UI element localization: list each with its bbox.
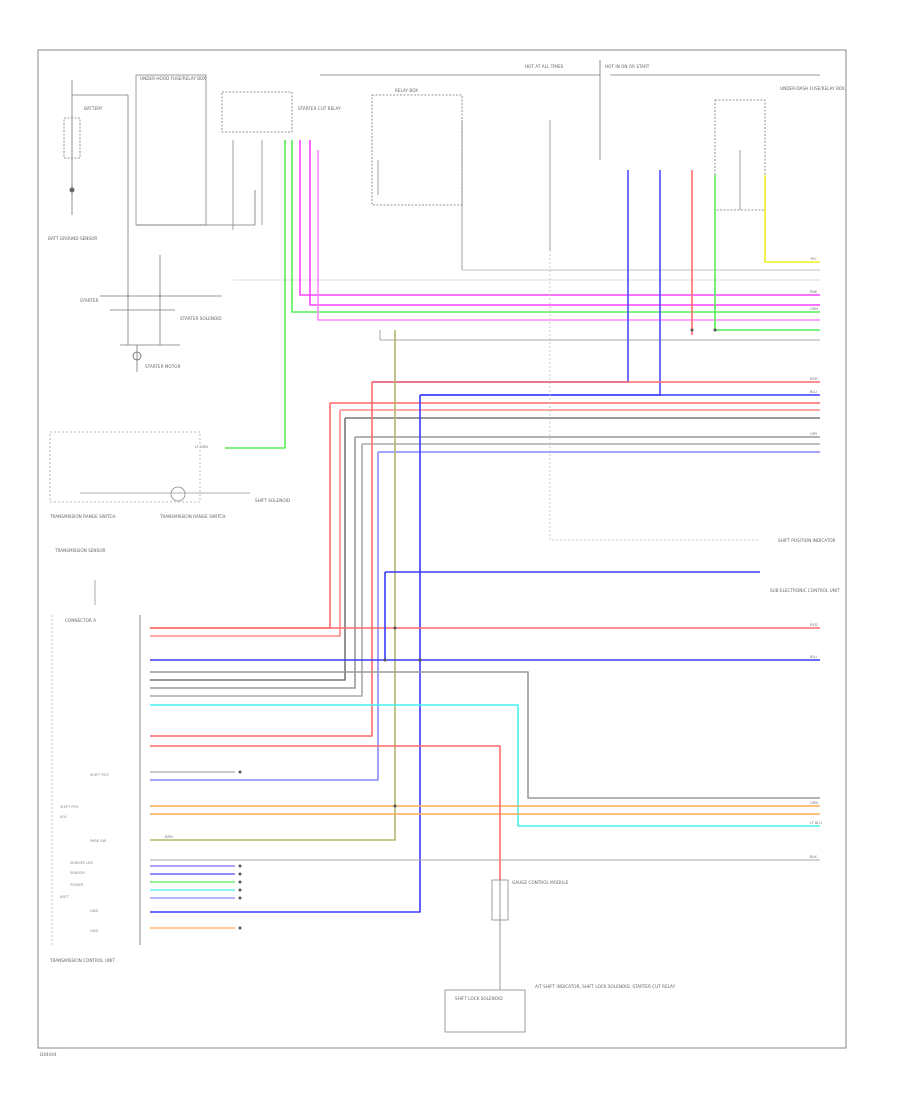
- frame-label: D44444: [40, 1052, 57, 1057]
- wire-gray-top: [379, 330, 820, 341]
- shift-lock-label: SHIFT LOCK SOLENOID: [455, 996, 503, 1001]
- solenoid-coil-icon: [170, 486, 186, 502]
- wire-blue-fuse-b: [420, 170, 661, 396]
- pin-label: GND: [90, 909, 98, 913]
- shift-position-label: SHIFT POSITION INDICATOR: [778, 538, 836, 543]
- pin-label: GND: [90, 929, 98, 933]
- wire-label: GRN: [810, 307, 818, 311]
- transmission-label: TRANSMISSION RANGE SWITCH: [159, 514, 226, 519]
- junction-dots: [238, 328, 717, 930]
- wire-label: RED: [810, 623, 818, 627]
- wire-label: YEL: [810, 257, 816, 261]
- pin-label: POWER: [70, 883, 84, 887]
- wire-red-v2: [150, 410, 341, 637]
- wire-label: RED: [810, 377, 818, 381]
- wire-blue-v: [150, 395, 421, 913]
- pin-label: SHIFT POS: [60, 805, 79, 809]
- control-unit-label: TRANSMISSION CONTROL UNIT: [49, 958, 115, 963]
- under-dash-fuse-label: UNDER-DASH FUSE/RELAY BOX: [780, 86, 845, 91]
- starter-motor-label: STARTER MOTOR: [145, 364, 181, 369]
- sensor-block-label: TRANSMISSION SENSOR: [54, 548, 106, 553]
- shift-solenoid-label: SHIFT SOLENOID: [255, 498, 290, 503]
- battery-label: BATTERY: [84, 106, 103, 111]
- wire-label: ORN: [810, 801, 818, 805]
- relay-box-label: RELAY BOX: [395, 88, 418, 93]
- wire-darkgray-v: [150, 418, 346, 681]
- wire-blue-light-v: [150, 452, 379, 781]
- pin-label: SHIFT POS: [90, 773, 109, 777]
- wire-gray-return: [150, 671, 820, 799]
- hot-in-on-label: HOT IN ON OR START: [605, 64, 650, 69]
- starter-motor-icon: [132, 351, 142, 361]
- wire-green-range: [225, 140, 286, 449]
- wire-label: BRN: [165, 835, 173, 839]
- range-switch-label: TRANSMISSION RANGE SWITCH: [49, 514, 116, 519]
- bottom-note: A/T SHIFT INDICATOR, SHIFT LOCK SOLENOID…: [535, 984, 676, 989]
- shift-lock-solenoid-box: [444, 989, 526, 1033]
- battery-fuse-block: [63, 60, 820, 345]
- wire-label: PNK: [810, 290, 818, 294]
- battery-terminal-icon: [69, 187, 75, 193]
- diagram-frame: [37, 49, 847, 1049]
- range-switch-box: [49, 431, 201, 503]
- wire-green-b: [714, 175, 820, 331]
- pin-label: SENSOR LED: [70, 861, 93, 865]
- starter-solenoid-label: STARTER SOLENOID: [180, 316, 222, 321]
- wire-pink-b: [309, 140, 820, 306]
- wire-harness: [150, 140, 820, 990]
- starter-cut-relay-label: STARTER CUT RELAY: [298, 106, 341, 111]
- pin-label: PARK SW: [90, 839, 107, 843]
- starter-block: [100, 255, 222, 372]
- sub-ecu-label: SUB ELECTRONIC CONTROL UNIT: [770, 588, 840, 593]
- wire-pink-c: [317, 150, 820, 321]
- fuse-stubs: [232, 120, 741, 270]
- batt-ground-label: BATT GROUND SENSOR: [48, 236, 97, 241]
- wire-red-v3: [150, 382, 373, 737]
- wire-label: LT BLU: [810, 821, 822, 825]
- wire-pink-a: [299, 140, 820, 296]
- wire-cyan: [150, 704, 820, 827]
- wire-label: GRY: [810, 432, 818, 436]
- wire-gray-dashed: [549, 250, 760, 541]
- wire-blue-fuse-a: [372, 170, 629, 383]
- wire-label: BLU: [810, 655, 817, 659]
- wire-olive-v: [150, 330, 396, 841]
- wire-gray-v2: [150, 444, 363, 697]
- wire-yellow: [764, 175, 820, 263]
- wire-label: BLU: [810, 390, 817, 394]
- gauge-control-label: GAUGE CONTROL MODULE: [512, 880, 569, 885]
- wire-red-shiftlock: [150, 745, 501, 880]
- underhood-fuse-label: UNDER-HOOD FUSE/RELAY BOX: [140, 76, 206, 81]
- shift-lock-fuse-box: [491, 879, 509, 921]
- wire-label: LT GRN: [195, 445, 208, 449]
- pin-label: SENSOR: [70, 871, 85, 875]
- wire-label: BLK: [810, 855, 817, 859]
- starter-label: STARTER: [80, 298, 99, 303]
- pin-label: SOL: [60, 815, 67, 819]
- pin-label: BATT: [60, 895, 70, 899]
- wire-green-a: [291, 140, 820, 313]
- wire-gray-v: [150, 437, 356, 689]
- hot-at-all-times-label: HOT AT ALL TIMES: [525, 64, 564, 69]
- connector-a-label: CONNECTOR A: [65, 618, 96, 623]
